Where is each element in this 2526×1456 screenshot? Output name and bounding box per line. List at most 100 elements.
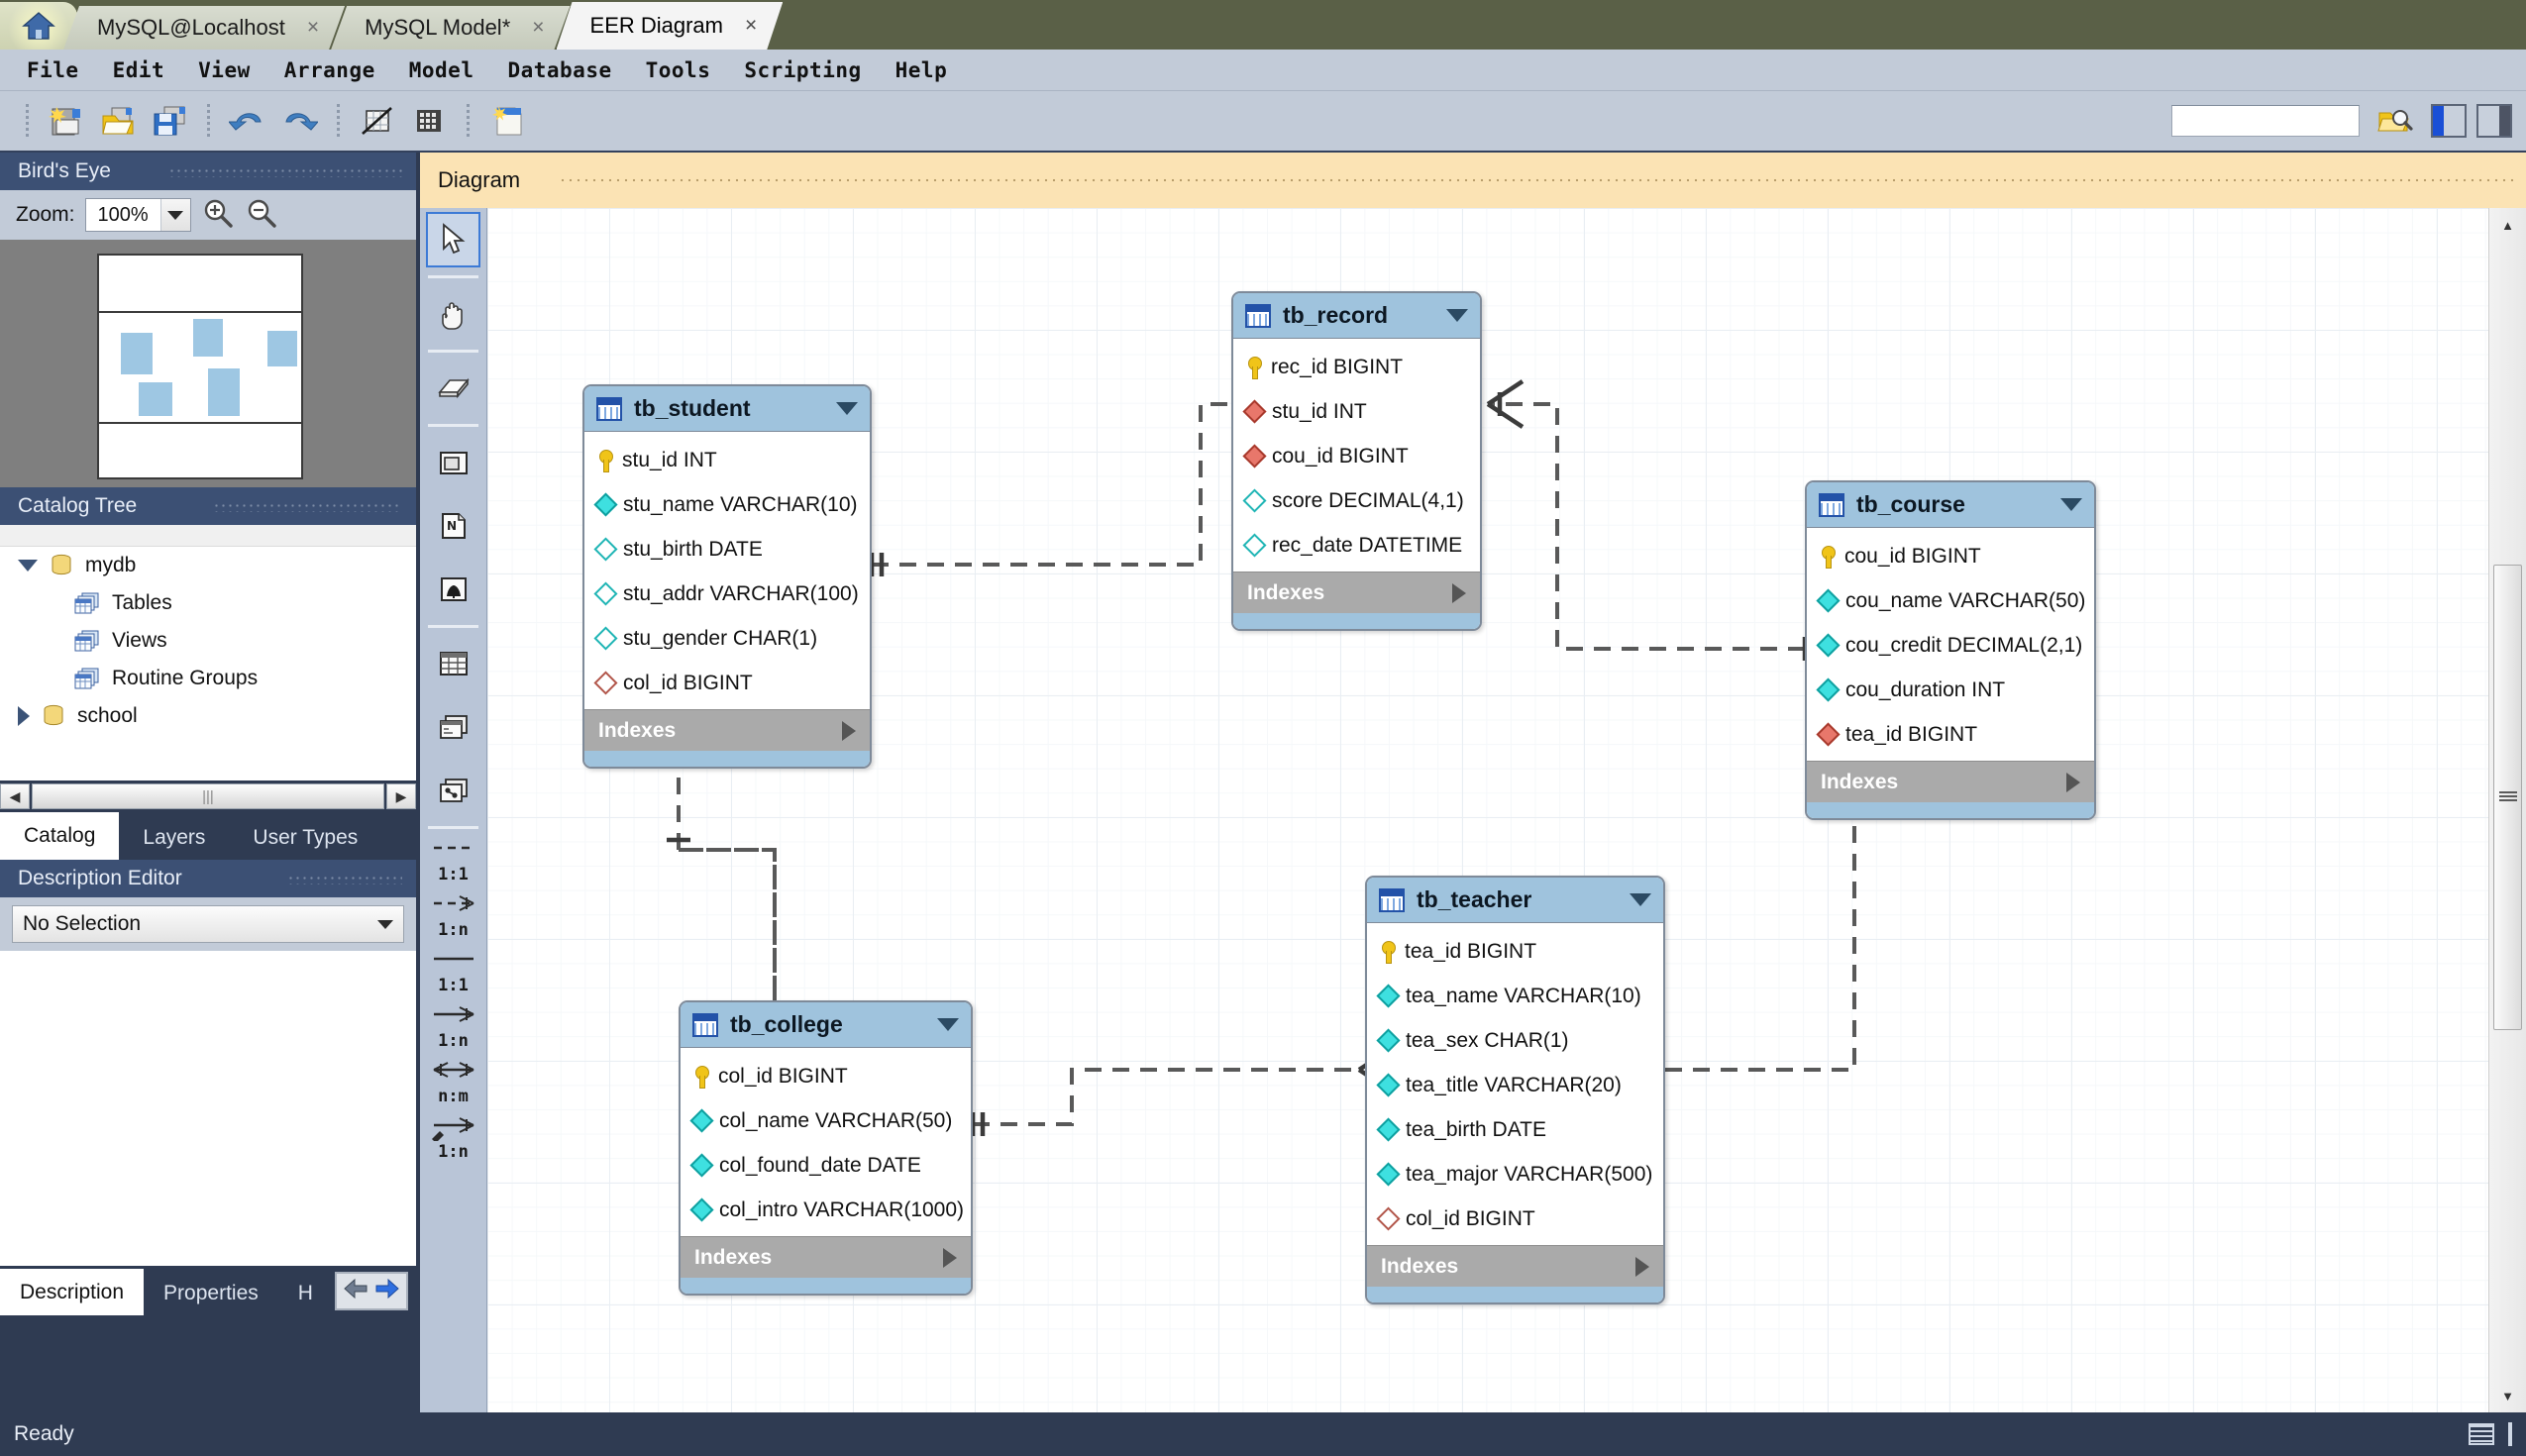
er-table-tb_student[interactable]: tb_studentstu_id INTstu_name VARCHAR(10)… — [582, 384, 872, 769]
er-column[interactable]: col_intro VARCHAR(1000) — [681, 1188, 971, 1232]
er-column[interactable]: tea_id BIGINT — [1807, 712, 2094, 757]
note-tool[interactable]: N — [420, 494, 486, 558]
new-note-icon[interactable] — [481, 97, 533, 145]
er-column[interactable]: col_name VARCHAR(50) — [681, 1098, 971, 1143]
description-tab-description[interactable]: Description — [0, 1269, 144, 1315]
chevron-right-icon[interactable] — [18, 706, 30, 726]
scroll-right-icon[interactable]: ▶ — [386, 783, 416, 809]
eraser-tool[interactable] — [420, 357, 486, 420]
er-table-header[interactable]: tb_record — [1233, 293, 1480, 339]
er-column[interactable]: tea_id BIGINT — [1367, 929, 1663, 974]
description-editor-textarea[interactable] — [0, 951, 416, 1266]
relation-n-m-identifying[interactable]: n:m — [420, 1055, 486, 1110]
er-column[interactable]: stu_gender CHAR(1) — [584, 616, 870, 661]
canvas-vertical-scrollbar[interactable]: ▲ ▼ — [2488, 208, 2526, 1412]
er-column[interactable]: col_id BIGINT — [1367, 1196, 1663, 1241]
chevron-down-icon[interactable] — [1630, 893, 1651, 906]
pointer-tool[interactable] — [420, 208, 486, 271]
save-model-icon[interactable] — [144, 97, 195, 145]
er-column[interactable]: tea_birth DATE — [1367, 1107, 1663, 1152]
er-column[interactable]: tea_title VARCHAR(20) — [1367, 1063, 1663, 1107]
er-column[interactable]: tea_sex CHAR(1) — [1367, 1018, 1663, 1063]
er-column[interactable]: rec_id BIGINT — [1233, 345, 1480, 389]
description-tab-h[interactable]: H — [278, 1272, 333, 1315]
scroll-up-icon[interactable]: ▲ — [2489, 208, 2526, 242]
diagram-canvas[interactable]: tb_student stu_id INT stu_name VARCHAR(10)… — [487, 208, 2488, 1412]
search-input[interactable] — [2171, 105, 2360, 137]
relation-1-n-pick[interactable]: 1:n — [420, 1110, 486, 1166]
er-table-tb_college[interactable]: tb_collegecol_id BIGINTcol_name VARCHAR(… — [679, 1000, 973, 1296]
chevron-down-icon[interactable] — [377, 920, 393, 929]
new-model-icon[interactable] — [41, 97, 92, 145]
menu-item-edit[interactable]: Edit — [96, 55, 182, 85]
layer-tool[interactable] — [420, 431, 486, 494]
open-model-icon[interactable] — [92, 97, 144, 145]
tree-item-school[interactable]: school — [0, 697, 416, 735]
er-column[interactable]: stu_birth DATE — [584, 527, 870, 572]
er-column[interactable]: score DECIMAL(4,1) — [1233, 478, 1480, 523]
er-indexes-row[interactable]: Indexes — [1233, 572, 1480, 613]
chevron-right-icon[interactable] — [1452, 583, 1466, 603]
right-sidebar-toggle-icon[interactable] — [2476, 104, 2512, 138]
er-table-header[interactable]: tb_course — [1807, 482, 2094, 528]
zoom-out-icon[interactable] — [245, 197, 278, 234]
er-column[interactable]: cou_name VARCHAR(50) — [1807, 578, 2094, 623]
tree-item-routine-groups[interactable]: Routine Groups — [0, 660, 416, 697]
zoom-in-icon[interactable] — [201, 197, 235, 234]
tree-item-tables[interactable]: Tables — [0, 584, 416, 622]
routine-group-tool[interactable] — [420, 759, 486, 822]
close-icon[interactable]: × — [745, 14, 757, 38]
chevron-right-icon[interactable] — [1635, 1257, 1649, 1277]
er-indexes-row[interactable]: Indexes — [681, 1236, 971, 1278]
menu-item-model[interactable]: Model — [392, 55, 491, 85]
er-indexes-row[interactable]: Indexes — [1367, 1245, 1663, 1287]
toggle-page-guides-icon[interactable] — [403, 97, 455, 145]
menu-item-view[interactable]: View — [181, 55, 267, 85]
chevron-right-icon[interactable] — [2066, 773, 2080, 792]
nav-back-icon[interactable] — [343, 1277, 368, 1305]
chevron-right-icon[interactable] — [943, 1248, 957, 1268]
er-column[interactable]: cou_id BIGINT — [1807, 534, 2094, 578]
er-column[interactable]: tea_name VARCHAR(10) — [1367, 974, 1663, 1018]
er-table-header[interactable]: tb_college — [681, 1002, 971, 1048]
close-icon[interactable]: × — [532, 16, 544, 40]
catalog-horizontal-scrollbar[interactable]: ◀ ||| ▶ — [0, 780, 416, 812]
window-tab[interactable]: MySQL Model*× — [331, 6, 570, 50]
home-button[interactable] — [0, 2, 77, 50]
chevron-down-icon[interactable] — [160, 199, 190, 231]
er-column[interactable]: col_found_date DATE — [681, 1143, 971, 1188]
window-tab[interactable]: MySQL@Localhost× — [63, 6, 345, 50]
toggle-grid-icon[interactable] — [352, 97, 403, 145]
menu-item-scripting[interactable]: Scripting — [727, 55, 878, 85]
sidebar-tab-user-types[interactable]: User Types — [229, 816, 381, 860]
relation-1-1-non-identifying[interactable]: 1:1 — [420, 833, 486, 888]
hand-tool[interactable] — [420, 282, 486, 346]
vertical-scroll-thumb[interactable] — [2493, 565, 2522, 1030]
er-indexes-row[interactable]: Indexes — [584, 709, 870, 751]
find-icon[interactable] — [2369, 97, 2421, 145]
chevron-down-icon[interactable] — [18, 560, 38, 572]
menu-item-file[interactable]: File — [10, 55, 96, 85]
sidebar-tab-catalog[interactable]: Catalog — [0, 812, 119, 860]
redo-icon[interactable] — [273, 97, 325, 145]
table-tool[interactable] — [420, 632, 486, 695]
er-column[interactable]: tea_major VARCHAR(500) — [1367, 1152, 1663, 1196]
relation-1-n-identifying[interactable]: 1:n — [420, 999, 486, 1055]
relation-1-1-identifying[interactable]: 1:1 — [420, 944, 486, 999]
chevron-down-icon[interactable] — [937, 1018, 959, 1031]
window-tab[interactable]: EER Diagram× — [557, 2, 784, 50]
er-table-tb_course[interactable]: tb_course cou_id BIGINTcou_name VARCHAR(5… — [1805, 480, 2096, 820]
menu-item-arrange[interactable]: Arrange — [267, 55, 392, 85]
birds-eye-view[interactable] — [0, 240, 416, 487]
relation-1-n-non-identifying[interactable]: 1:n — [420, 888, 486, 944]
chevron-down-icon[interactable] — [1446, 309, 1468, 322]
left-sidebar-toggle-icon[interactable] — [2431, 104, 2467, 138]
menu-item-tools[interactable]: Tools — [629, 55, 728, 85]
er-table-header[interactable]: tb_student — [584, 386, 870, 432]
description-selection-dropdown[interactable]: No Selection — [12, 905, 404, 943]
er-column[interactable]: stu_id INT — [1233, 389, 1480, 434]
close-icon[interactable]: × — [307, 16, 319, 40]
er-table-tb_record[interactable]: tb_recordrec_id BIGINTstu_id INTcou_id B… — [1231, 291, 1482, 631]
er-column[interactable]: stu_name VARCHAR(10) — [584, 482, 870, 527]
er-indexes-row[interactable]: Indexes — [1807, 761, 2094, 802]
